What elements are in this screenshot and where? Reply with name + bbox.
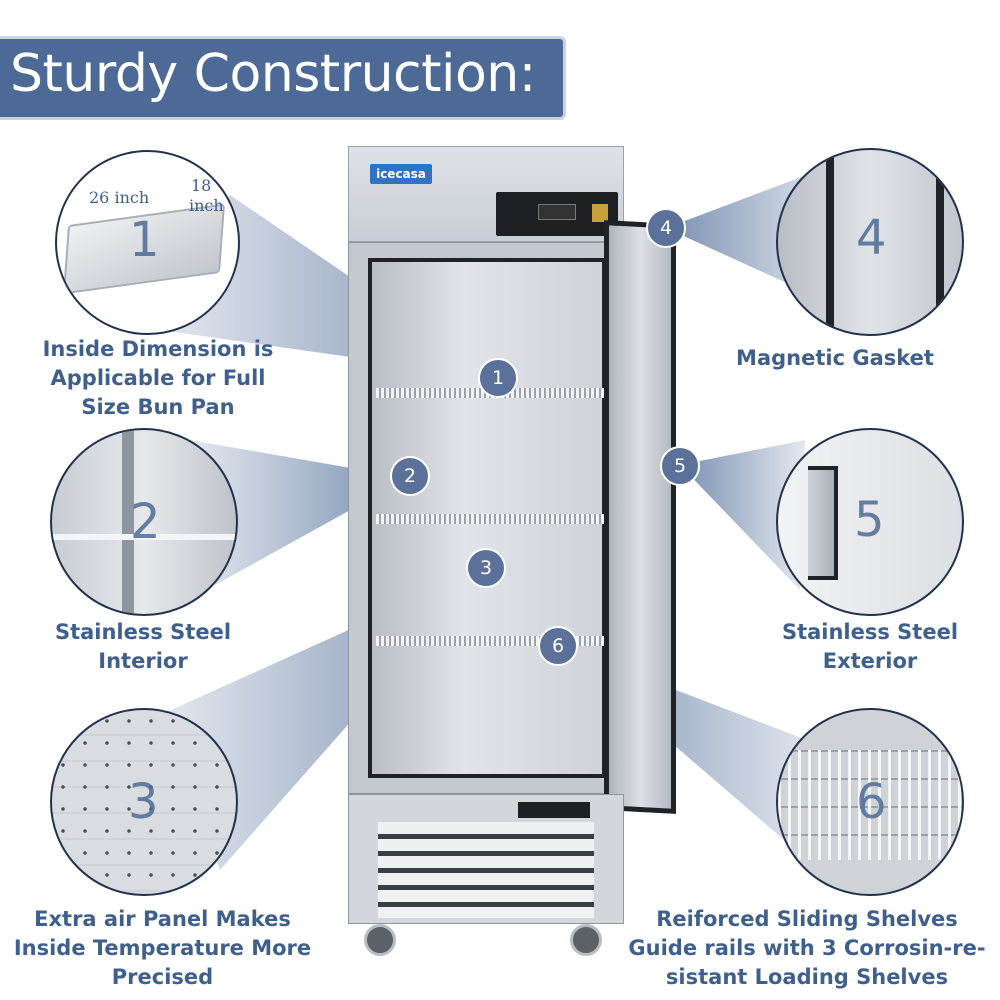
caption-feature-5: Stainless Steel Exterior (745, 618, 995, 676)
marker-4[interactable]: 4 (646, 208, 686, 248)
marker-5[interactable]: 5 (660, 446, 700, 486)
caption-3-line-3: Precised (111, 965, 214, 989)
detail-circle-interior: 2 (50, 428, 238, 616)
caption-3-line-2: Inside Temperature More (13, 936, 312, 960)
title-banner (0, 36, 566, 120)
caption-6-line-3: sistant Loading Shelves (665, 965, 949, 989)
caster-left (364, 924, 396, 956)
detail-number-3: 3 (128, 774, 159, 830)
caption-feature-4: Magnetic Gasket (710, 344, 960, 373)
air-panel-holes (52, 710, 236, 894)
detail-circle-shelves: 6 (776, 708, 964, 896)
caption-6-line-2: Guide rails with 3 Corrosin-re- (628, 936, 986, 960)
caption-4-line-1: Magnetic Gasket (736, 346, 934, 370)
pan-depth-unit: inch (189, 196, 224, 215)
detail-number-5: 5 (854, 492, 885, 548)
marker-2[interactable]: 2 (390, 456, 430, 496)
shelf-middle (376, 514, 616, 524)
vent-louvers (378, 822, 594, 918)
detail-circle-air-panel: 3 (50, 708, 238, 896)
brand-logo: icecasa (370, 164, 432, 184)
pan-depth-value: 18 (191, 176, 212, 195)
shelf-bottom (376, 636, 616, 646)
door-handle (808, 466, 838, 580)
detail-circle-bun-pan: 26 inch 18 inch 1 (55, 150, 240, 335)
page-title: Sturdy Construction: (10, 44, 536, 104)
pan-width-label: 26 inch (89, 188, 150, 207)
gasket-edge (826, 150, 834, 334)
wire-shelf-grid (778, 750, 962, 860)
detail-number-6: 6 (856, 774, 887, 830)
beam-5 (680, 440, 805, 590)
gasket-edge-right (936, 150, 944, 334)
marker-1[interactable]: 1 (478, 358, 518, 398)
caption-6-line-1: Reiforced Sliding Shelves (656, 907, 958, 931)
detail-circle-exterior: 5 (776, 428, 964, 616)
caption-2-line-1: Stainless Steel (54, 620, 232, 644)
marker-3[interactable]: 3 (466, 548, 506, 588)
detail-number-1: 1 (129, 212, 160, 268)
caption-1-line-2: Applicable for Full (50, 366, 266, 390)
caption-1-line-3: Size Bun Pan (81, 395, 235, 419)
caption-feature-2: Stainless Steel Interior (18, 618, 268, 676)
caption-feature-3: Extra air Panel Makes Inside Temperature… (0, 905, 325, 992)
caption-5-line-1: Stainless Steel (781, 620, 959, 644)
control-display (496, 192, 618, 236)
digital-readout (538, 204, 576, 220)
power-switch[interactable] (518, 802, 590, 818)
caption-3-line-1: Extra air Panel Makes (34, 907, 291, 931)
detail-circle-gasket: 4 (776, 148, 964, 336)
caption-feature-1: Inside Dimension is Applicable for Full … (18, 335, 298, 422)
marker-6[interactable]: 6 (538, 626, 578, 666)
brand-logo-text: icecasa (376, 167, 426, 181)
detail-number-4: 4 (856, 210, 887, 266)
gold-sticker (592, 204, 608, 222)
caption-1-line-1: Inside Dimension is (42, 337, 274, 361)
detail-number-2: 2 (130, 494, 161, 550)
refrigerator: icecasa (348, 146, 676, 956)
open-door[interactable] (604, 220, 676, 814)
caster-right (570, 924, 602, 956)
interior-shelf (52, 534, 236, 540)
caption-feature-6: Reiforced Sliding Shelves Guide rails wi… (622, 905, 992, 992)
caption-2-line-2: Interior (98, 649, 188, 673)
caption-5-line-2: Exterior (822, 649, 918, 673)
interior-rail (122, 430, 134, 614)
